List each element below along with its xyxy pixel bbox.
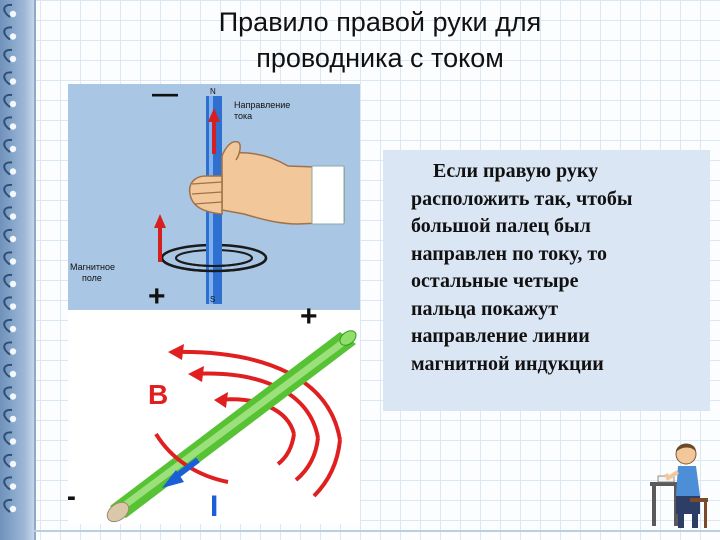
- rule-text-line: магнитной индукции: [411, 352, 604, 375]
- rule-text-line: большой палец был: [411, 215, 591, 237]
- binding-ring: [3, 228, 13, 243]
- binding-hole: [9, 235, 17, 243]
- binding-ring: [3, 408, 13, 423]
- rule-text-line: остальные четыре: [411, 270, 579, 292]
- binding-ring: [3, 183, 13, 198]
- binding-hole: [9, 258, 17, 265]
- binding-ring: [3, 161, 13, 176]
- binding-ring: [3, 206, 13, 221]
- binding-ring: [3, 48, 13, 63]
- binding-ring: [3, 251, 13, 266]
- notebook-rings: [3, 3, 17, 513]
- binding-hole: [9, 483, 17, 490]
- binding-ring: [3, 3, 13, 18]
- binding-ring: [3, 138, 13, 153]
- slide-title-line-2: проводника с током: [256, 43, 504, 73]
- binding-ring: [3, 341, 13, 356]
- binding-hole: [9, 55, 17, 63]
- binding-hole: [9, 10, 17, 18]
- binding-hole: [9, 348, 17, 355]
- binding-hole: [9, 415, 17, 423]
- binding-ring: [3, 273, 13, 288]
- page-bottom-line: [34, 530, 720, 532]
- green-conductor-rod: [106, 330, 357, 523]
- binding-hole: [9, 438, 17, 445]
- binding-ring: [3, 296, 13, 311]
- binding-hole: [9, 370, 17, 378]
- binding-ring: [3, 476, 13, 491]
- right-hand-icon: [188, 140, 345, 225]
- binding-hole: [9, 460, 17, 468]
- current-direction-label-2: тока: [234, 111, 252, 121]
- binding-hole: [9, 303, 17, 310]
- pole-label-n: N: [210, 87, 216, 96]
- binding-hole: [9, 190, 17, 198]
- binding-ring: [3, 71, 13, 86]
- binding-ring: [3, 386, 13, 401]
- rule-text-line: расположить так, чтобы: [411, 187, 633, 210]
- binding-hole: [9, 168, 17, 175]
- binding-hole: [9, 123, 17, 130]
- rule-text-line: пальца покажут: [411, 297, 559, 320]
- binding-hole: [9, 505, 17, 513]
- binding-ring: [3, 318, 13, 333]
- binding-hole: [9, 393, 17, 400]
- student-at-desk-icon: [650, 443, 708, 528]
- binding-hole: [9, 213, 17, 220]
- notebook-binding-strip: [0, 0, 36, 540]
- slide-title: Правило правой руки для проводника с ток…: [150, 4, 610, 76]
- binding-ring: [3, 431, 13, 446]
- top-sign-minus: —: [152, 84, 178, 108]
- binding-hole: [9, 33, 17, 40]
- pole-label-s: S: [210, 295, 215, 304]
- current-direction-label-1: Направление: [234, 100, 290, 110]
- slide-title-line-1: Правило правой руки для: [218, 7, 542, 37]
- field-lines-illustration: B I -: [66, 310, 360, 524]
- binding-ring: [3, 26, 13, 41]
- binding-hole: [9, 280, 17, 288]
- binding-ring: [3, 116, 13, 131]
- label-i: I: [210, 490, 218, 523]
- bottom-sign-plus: +: [148, 280, 166, 310]
- hand-grip-illustration: — + N S Направление тока Магнитное поле: [68, 78, 360, 313]
- binding-hole: [9, 100, 17, 108]
- magnetic-field-label-1: Магнитное: [70, 262, 115, 272]
- rule-text-box: Если правую руку расположить так, чтобы …: [383, 150, 710, 411]
- minus-sign: -: [68, 480, 76, 513]
- rule-text-line: направление линии: [411, 325, 590, 347]
- magnetic-field-label-2: поле: [82, 273, 102, 283]
- binding-hole: [9, 78, 17, 85]
- binding-ring: [3, 498, 13, 513]
- rule-text-line: направлен по току, то: [411, 242, 607, 265]
- binding-hole: [9, 145, 17, 153]
- binding-ring: [3, 93, 13, 108]
- label-b: B: [148, 379, 168, 410]
- binding-hole: [9, 325, 17, 333]
- binding-ring: [3, 363, 13, 378]
- binding-ring: [3, 453, 13, 468]
- rule-text-line: Если правую руку: [433, 160, 599, 182]
- plus-sign: +: [300, 300, 318, 333]
